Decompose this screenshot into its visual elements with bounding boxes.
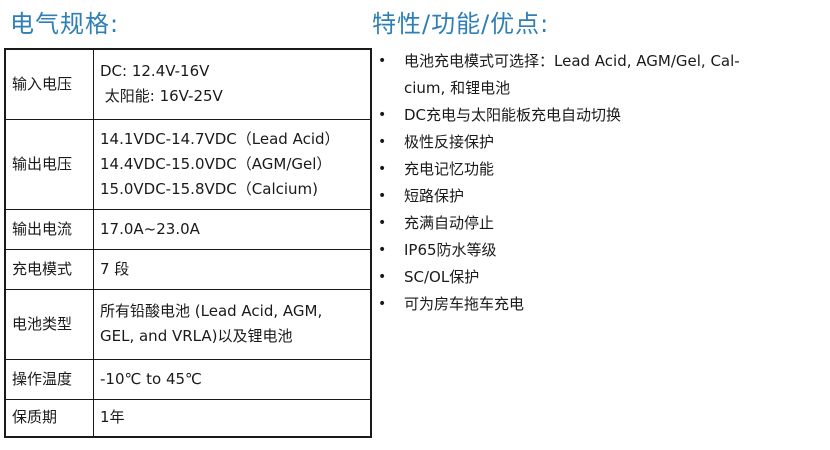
bullet-icon: • xyxy=(378,269,387,285)
spec-value-line: -10℃ to 45℃ xyxy=(100,369,202,388)
spec-row-input-voltage: 输入电压 DC: 12.4V-16V 太阳能: 16V-25V xyxy=(4,48,372,120)
spec-value-line: 15.0VDC-15.8VDC（Calcium) xyxy=(100,179,318,198)
feature-text: 短路保护 xyxy=(404,187,465,205)
feature-item: • 可为房车拖车充电 xyxy=(378,291,818,318)
spec-row-operating-temp: 操作温度 -10℃ to 45℃ xyxy=(4,358,372,400)
spec-row-battery-type: 电池类型 所有铅酸电池 (Lead Acid, AGM, GEL, and VR… xyxy=(4,288,372,360)
spec-label: 输出电压 xyxy=(4,118,94,210)
spec-value-line: 14.1VDC-14.7VDC（Lead Acid） xyxy=(100,129,340,148)
spec-label: 保质期 xyxy=(4,398,94,438)
feature-item: • 极性反接保护 xyxy=(378,129,818,156)
bullet-icon: • xyxy=(378,53,387,69)
bullet-icon: • xyxy=(378,107,387,123)
spec-row-output-current: 输出电流 17.0A~23.0A xyxy=(4,208,372,250)
spec-value-line: 太阳能: 16V-25V xyxy=(100,87,223,106)
feature-item: • 充电记忆功能 xyxy=(378,156,818,183)
spec-value-line: 17.0A~23.0A xyxy=(100,219,200,238)
bullet-icon: • xyxy=(378,215,387,231)
spec-row-output-voltage: 输出电压 14.1VDC-14.7VDC（Lead Acid） 14.4VDC-… xyxy=(4,118,372,210)
spec-row-charge-mode: 充电模式 7 段 xyxy=(4,248,372,290)
feature-list: • 电池充电模式可选择：Lead Acid, AGM/Gel, Cal- ciu… xyxy=(378,48,818,318)
feature-item: • SC/OL保护 xyxy=(378,264,818,291)
feature-text: IP65防水等级 xyxy=(404,241,497,259)
feature-text: cium, 和锂电池 xyxy=(404,79,511,97)
spec-value-line: DC: 12.4V-16V xyxy=(100,62,210,81)
feature-item: • 短路保护 xyxy=(378,183,818,210)
spec-value: 7 段 xyxy=(93,248,372,290)
spec-value: 所有铅酸电池 (Lead Acid, AGM, GEL, and VRLA)以及… xyxy=(93,288,372,360)
spec-value: 17.0A~23.0A xyxy=(93,208,372,250)
feature-item: • 电池充电模式可选择：Lead Acid, AGM/Gel, Cal- ciu… xyxy=(378,48,818,102)
spec-label: 输出电流 xyxy=(4,208,94,250)
feature-text: DC充电与太阳能板充电自动切换 xyxy=(404,106,622,124)
feature-text: SC/OL保护 xyxy=(404,268,480,286)
electrical-specs-heading: 电气规格: xyxy=(10,10,120,38)
bullet-icon: • xyxy=(378,242,387,258)
feature-item: • 充满自动停止 xyxy=(378,210,818,237)
feature-text: 充电记忆功能 xyxy=(404,160,495,178)
bullet-icon: • xyxy=(378,188,387,204)
feature-text: 极性反接保护 xyxy=(404,133,495,151)
feature-item: • IP65防水等级 xyxy=(378,237,818,264)
feature-item: • DC充电与太阳能板充电自动切换 xyxy=(378,102,818,129)
spec-value: 1年 xyxy=(93,398,372,438)
bullet-icon: • xyxy=(378,134,387,150)
spec-value: DC: 12.4V-16V 太阳能: 16V-25V xyxy=(93,48,372,120)
spec-value-line: 所有铅酸电池 (Lead Acid, AGM, xyxy=(100,302,323,320)
spec-value: 14.1VDC-14.7VDC（Lead Acid） 14.4VDC-15.0V… xyxy=(93,118,372,210)
spec-value-line: GEL, and VRLA)以及锂电池 xyxy=(100,327,293,345)
spec-table: 输入电压 DC: 12.4V-16V 太阳能: 16V-25V 输出电压 14.… xyxy=(4,48,372,438)
spec-row-warranty: 保质期 1年 xyxy=(4,398,372,438)
feature-text: 充满自动停止 xyxy=(404,214,495,232)
feature-text: 可为房车拖车充电 xyxy=(404,295,525,313)
features-heading: 特性/功能/优点: xyxy=(372,10,550,38)
spec-label: 输入电压 xyxy=(4,48,94,120)
spec-label: 充电模式 xyxy=(4,248,94,290)
spec-value-line: 1年 xyxy=(100,408,125,427)
bullet-icon: • xyxy=(378,296,387,312)
spec-value: -10℃ to 45℃ xyxy=(93,358,372,400)
spec-label: 操作温度 xyxy=(4,358,94,400)
spec-value-line: 14.4VDC-15.0VDC（AGM/Gel） xyxy=(100,154,332,173)
feature-text: 电池充电模式可选择：Lead Acid, AGM/Gel, Cal- xyxy=(404,52,740,70)
spec-label: 电池类型 xyxy=(4,288,94,360)
spec-value-line: 7 段 xyxy=(100,259,130,278)
bullet-icon: • xyxy=(378,161,387,177)
